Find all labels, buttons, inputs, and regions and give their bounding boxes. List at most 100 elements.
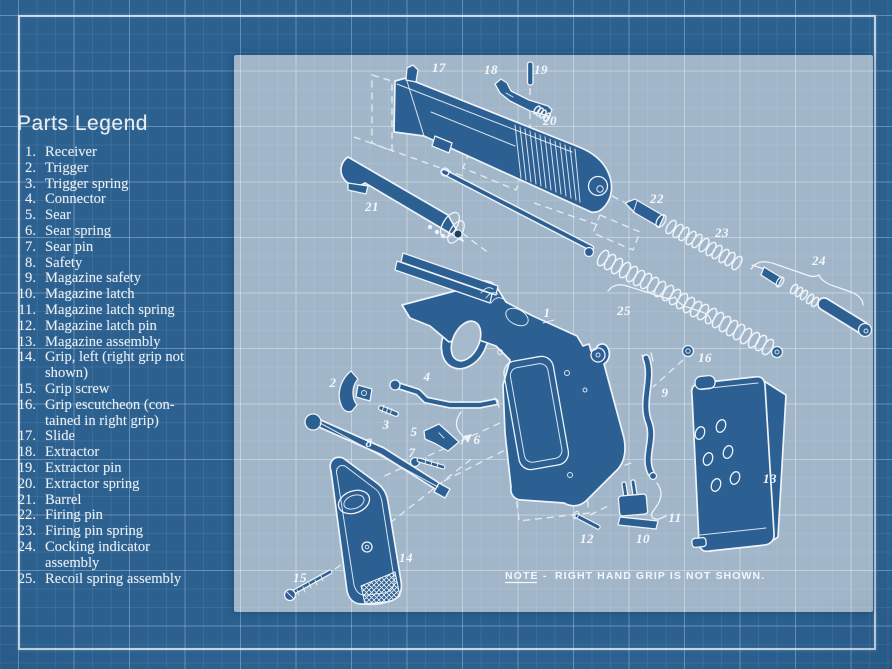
- front-sight: [405, 64, 419, 83]
- legend-item-number: 25.: [17, 570, 36, 587]
- legend-item: 9. Magazine safety: [2, 271, 226, 287]
- bracket-25: [607, 284, 712, 323]
- grip-screw-part: [283, 569, 333, 602]
- legend-item-label: Extractor: [45, 444, 100, 461]
- legend-item: 3. Trigger spring: [2, 175, 226, 193]
- legend-item-label: Extractor spring: [45, 475, 140, 492]
- legend-item: 16.Grip escutcheon (con-tained in right …: [2, 396, 226, 430]
- callout-8: 8: [366, 435, 373, 450]
- firing-pin-spring-part: [665, 219, 743, 271]
- recoil-spring-assembly-part: [440, 167, 784, 359]
- trigger-part: [338, 370, 373, 413]
- legend-item-label: Firing pin: [45, 507, 103, 524]
- legend-item-number: 7.: [25, 238, 36, 255]
- legend-item-number: 20.: [17, 475, 36, 492]
- callout-18: 18: [484, 62, 498, 77]
- legend-item-number: 18.: [17, 444, 36, 461]
- callout-7: 7: [409, 445, 416, 460]
- legend-item-number: 14.: [17, 349, 36, 366]
- magazine-latch-spring-part: [650, 482, 667, 520]
- note-body: RIGHT HAND GRIP IS NOT SHOWN.: [555, 570, 765, 582]
- legend-item: 5. Sear: [2, 207, 226, 224]
- legend-item-number: 15.: [17, 380, 36, 397]
- legend-item-number: 16.: [17, 396, 36, 413]
- callout-16: 16: [698, 350, 712, 365]
- note-label: NOTE: [505, 570, 539, 582]
- legend-item-number: 19.: [17, 459, 36, 476]
- blueprint-frame-border: [18, 15, 876, 650]
- legend-title: Parts Legend: [17, 112, 148, 135]
- callout-15: 15: [293, 570, 307, 585]
- magazine-assembly-part: [690, 374, 787, 553]
- legend-item: 1.Receiver: [2, 144, 226, 161]
- callout-9: 9: [662, 385, 669, 400]
- legend-item-number: 4.: [25, 191, 36, 208]
- callout-12: 12: [580, 531, 594, 546]
- grip-frame-slot: [503, 355, 570, 471]
- callout-10: 10: [636, 531, 650, 546]
- legend-item: 6.Sear spring: [2, 222, 226, 240]
- legend-item-label: Barrel: [45, 491, 82, 508]
- callout-19: 19: [534, 62, 548, 77]
- grip-medallion: [337, 489, 371, 515]
- legend-item-number: 17.: [17, 428, 36, 445]
- legend-item-label: Sear: [45, 207, 71, 224]
- legend-item-label: Slide: [45, 428, 75, 445]
- legend-item-number: 5.: [25, 207, 36, 224]
- legend-item-number: 22.: [17, 507, 36, 524]
- legend-item-label: Magazine latch: [45, 286, 135, 303]
- extractor-pin-part: [526, 61, 534, 86]
- callout-11: 11: [668, 510, 681, 525]
- legend-item: 22. Firing pin: [2, 508, 226, 524]
- legend-item: 19.Extractor pin: [2, 459, 226, 477]
- left-grip-part: [329, 456, 403, 606]
- legend-item-label: Trigger: [45, 159, 89, 176]
- legend-item-number: 21.: [17, 491, 36, 508]
- legend-item-label: Trigger spring: [45, 175, 129, 192]
- legend-item-number: 12.: [17, 317, 36, 334]
- callout-2: 2: [329, 375, 337, 390]
- legend-item: 8.Safety: [2, 254, 226, 272]
- legend-item-number: 6.: [25, 222, 36, 239]
- legend-item: 2. Trigger: [2, 159, 226, 177]
- slide-serrations: [514, 124, 581, 203]
- receiver-part: [394, 252, 626, 507]
- legend-item-number: 8.: [25, 254, 36, 271]
- legend-item-number: 23.: [17, 523, 36, 540]
- legend-item-label: Magazine latch pin: [45, 317, 157, 334]
- callout-23: 23: [714, 225, 729, 240]
- callout-21: 21: [364, 199, 379, 214]
- note-dash: -: [543, 570, 548, 582]
- grip-escutcheon-part: [681, 344, 695, 358]
- exploded-parts-diagram: 1 2 3 4 5 6 7 8 9 10 11 12 13 14 15 16 1…: [283, 60, 873, 606]
- legend-item-number: 10.: [17, 286, 36, 303]
- bracket-24: [750, 261, 864, 306]
- legend-item-label: Magazine latch spring: [45, 301, 175, 318]
- legend-item-number: 9.: [25, 270, 36, 287]
- legend-item: 4.Connector: [2, 192, 226, 208]
- legend-item-number: 2.: [25, 159, 36, 176]
- trigger-guard-opening: [450, 320, 482, 362]
- legend-item-number: 3.: [25, 175, 36, 192]
- grip-checkering: [360, 571, 401, 606]
- callout-17: 17: [432, 60, 446, 75]
- legend-item-number: 13.: [17, 333, 36, 350]
- barrel-part: [340, 156, 465, 244]
- legend-item: 17. Slide: [2, 429, 226, 445]
- legend-item-label: Magazine safety: [45, 270, 142, 287]
- diagram-panel: 1 2 3 4 5 6 7 8 9 10 11 12 13 14 15 16 1…: [234, 55, 873, 612]
- callout-14: 14: [399, 550, 413, 565]
- magazine-latch-pin-part: [572, 510, 601, 530]
- callout-4: 4: [423, 369, 431, 384]
- callout-6: 6: [474, 432, 481, 447]
- legend-item: 18. Extractor: [2, 444, 226, 461]
- magazine-safety-part: [641, 352, 658, 481]
- legend-item: 25.Recoil spring assembly: [2, 570, 226, 588]
- callout-1: 1: [544, 305, 551, 320]
- legend-item-label: Sear pin: [45, 238, 94, 255]
